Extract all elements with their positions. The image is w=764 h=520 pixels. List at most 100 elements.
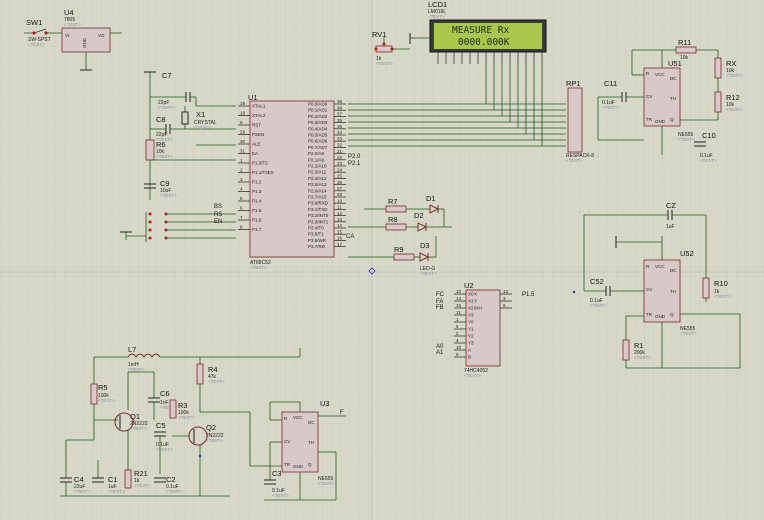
ic-pin-label: RST bbox=[252, 123, 261, 128]
svg-text:TH: TH bbox=[670, 96, 676, 101]
svg-text:NE555: NE555 bbox=[318, 476, 334, 482]
rx-resistor[interactable]: RX 10k <TEXT> bbox=[714, 50, 743, 92]
ic-pin-label: P2.5/A13 bbox=[308, 182, 327, 187]
u3-timer[interactable]: U3 R DC TH CV TR Q VCC GND NE555 <TEXT> bbox=[249, 399, 346, 500]
ic-pin-number: 2 bbox=[240, 168, 243, 173]
svg-text:<TEXT>: <TEXT> bbox=[158, 105, 175, 110]
net-bs: BS bbox=[214, 204, 222, 210]
ic-pin-label: ALE bbox=[252, 142, 261, 147]
c4-capacitor[interactable]: C4 22uF <TEXT> bbox=[60, 440, 91, 496]
c8-capacitor[interactable]: C8 22pF <TEXT> bbox=[150, 115, 236, 142]
svg-text:R: R bbox=[284, 416, 288, 421]
u1-microcontroller[interactable]: U1 XTAL119XTAL218RST9PSEN29ALE30EA31P1.0… bbox=[238, 93, 346, 270]
ic-pin-number: 15 bbox=[456, 303, 462, 308]
svg-text:TR: TR bbox=[646, 312, 653, 317]
ic-pin-number: 11 bbox=[337, 205, 342, 210]
d2-led[interactable]: D2 bbox=[414, 211, 452, 232]
u51-timer[interactable]: U51 R DC TH CV TR Q VCC GND NE555 <TEXT> bbox=[643, 50, 695, 155]
ic-pin-label: A bbox=[468, 348, 471, 353]
r5-resistor[interactable]: R5 100k <TEXT> bbox=[90, 383, 118, 421]
svg-text:RP1: RP1 bbox=[566, 79, 581, 88]
c3-capacitor[interactable]: C3 0.1uF <TEXT> bbox=[264, 441, 289, 498]
c7-capacitor[interactable]: C7 22pF <TEXT> bbox=[150, 71, 236, 110]
d1-led[interactable]: D1 bbox=[426, 194, 444, 214]
r3-resistor[interactable]: R3 100k <TEXT> bbox=[169, 399, 195, 420]
c1-capacitor[interactable]: C1 1uF <TEXT> bbox=[92, 460, 125, 494]
svg-text:<TEXT>: <TEXT> bbox=[700, 158, 717, 163]
ic-pin-number: 11 bbox=[456, 310, 461, 315]
ic-pin-number: 14 bbox=[456, 296, 462, 301]
r1-resistor[interactable]: R1 200k <TEXT> bbox=[622, 315, 651, 368]
ic-pin-label: P0.1/AD1 bbox=[308, 108, 328, 113]
ic-pin-number: 27 bbox=[337, 186, 343, 191]
l7-inductor[interactable]: L7 1mH <TEXT> bbox=[94, 345, 300, 372]
u4-regulator[interactable]: U4 7805 <TEXT> VI VO GND bbox=[61, 8, 122, 71]
ic-pin-number: 22 bbox=[337, 155, 343, 160]
c52-capacitor[interactable]: C52 0.1uF <TEXT> bbox=[584, 277, 644, 308]
svg-text:CV: CV bbox=[646, 287, 652, 292]
svg-text:U51: U51 bbox=[668, 59, 682, 68]
q1-transistor[interactable]: Q1 2N2222 <TEXT> bbox=[114, 412, 148, 470]
ic-pin-label: EA bbox=[252, 151, 258, 156]
svg-text:Q: Q bbox=[308, 462, 312, 467]
svg-text:<TEXT>: <TEXT> bbox=[464, 373, 481, 378]
ic-pin-label: P1.6 bbox=[252, 218, 262, 223]
c6-capacitor[interactable]: C6 1nF <TEXT> bbox=[148, 372, 177, 420]
c9-capacitor[interactable]: C9 10uF <TEXT> bbox=[144, 179, 177, 198]
ic-pin-label: Y0 bbox=[468, 320, 474, 325]
svg-text:0.1uF: 0.1uF bbox=[700, 153, 713, 159]
ic-pin-number: 38 bbox=[337, 105, 343, 110]
svg-text:R1: R1 bbox=[634, 341, 644, 350]
svg-text:VCC: VCC bbox=[655, 72, 665, 77]
r10-resistor[interactable]: R10 1k <TEXT> bbox=[702, 277, 731, 299]
r11-resistor[interactable]: R11 10k bbox=[632, 38, 718, 61]
r7-resistor[interactable]: R7 bbox=[364, 197, 430, 213]
c2-capacitor[interactable]: C2 0.1uF <TEXT> bbox=[154, 475, 183, 494]
rp1-resistor-pack[interactable]: RP1 RESPACK-8 <TEXT> bbox=[566, 79, 594, 163]
u52-timer[interactable]: U52 R DC TH CV TR Q VCC GND NE555 <TEXT> bbox=[643, 236, 697, 368]
ic-pin-number: 19 bbox=[240, 101, 246, 106]
svg-text:VO: VO bbox=[98, 33, 105, 38]
svg-text:<TEXT>: <TEXT> bbox=[420, 271, 437, 276]
ic-pin-label: P1.3 bbox=[252, 189, 262, 194]
c5-capacitor[interactable]: C5 0.1uF <TEXT> bbox=[154, 421, 173, 474]
svg-text:200k: 200k bbox=[634, 350, 645, 356]
svg-text:CV: CV bbox=[284, 439, 290, 444]
r21-resistor[interactable]: R21 1k <TEXT> bbox=[124, 469, 151, 489]
r4-resistor[interactable]: R4 47k <TEXT> bbox=[196, 357, 225, 412]
d3-led[interactable]: D3 LED-G <TEXT> bbox=[419, 236, 437, 276]
svg-text:<TEXT>: <TEXT> bbox=[428, 14, 445, 19]
ic-pin-label: P1.2 bbox=[252, 180, 262, 185]
ic-pin-number: 30 bbox=[240, 139, 246, 144]
svg-text:C4: C4 bbox=[74, 475, 84, 484]
ic-pin-number: 23 bbox=[337, 161, 343, 166]
svg-text:<TEXT>: <TEXT> bbox=[272, 493, 289, 498]
svg-text:TR: TR bbox=[284, 462, 291, 467]
port1-buttons[interactable] bbox=[120, 212, 236, 242]
r12-resistor[interactable]: R12 10k <TEXT> bbox=[680, 91, 743, 121]
x1-crystal[interactable]: X1 CRYSTAL <TEXT> bbox=[181, 106, 217, 130]
svg-text:R6: R6 bbox=[156, 140, 166, 149]
svg-text:<TEXT>: <TEXT> bbox=[566, 158, 583, 163]
c10-capacitor[interactable]: C10 0.1uF <TEXT> bbox=[694, 131, 717, 163]
sw1-switch[interactable]: SW1 SW-SPST <TEXT> bbox=[24, 18, 62, 47]
c11-capacitor[interactable]: C11 0.1uF <TEXT> bbox=[598, 79, 644, 110]
svg-text:DC: DC bbox=[308, 420, 315, 425]
svg-text:C8: C8 bbox=[156, 115, 166, 124]
svg-text:<TEXT>: <TEXT> bbox=[74, 489, 91, 494]
r8-resistor[interactable]: R8 bbox=[348, 215, 418, 231]
r6-resistor[interactable]: R6 10k <TEXT> bbox=[145, 139, 236, 161]
svg-text:74HC4052: 74HC4052 bbox=[464, 368, 488, 374]
ic-pin-number: 8 bbox=[240, 225, 243, 230]
ic-pin-number: 9 bbox=[240, 120, 243, 125]
ic-pin-label: P2.0/A8 bbox=[308, 151, 325, 156]
ic-pin-label: X bbox=[474, 292, 477, 297]
rv1-potentiometer[interactable]: RV1 1k <TEXT> bbox=[372, 30, 430, 66]
svg-text:C5: C5 bbox=[156, 421, 166, 430]
q2-transistor[interactable]: Q2 2N2222 <TEXT> bbox=[172, 411, 250, 496]
lcd1-display[interactable]: LCD1 LM016L <TEXT> MEASURE Rx 0000.000K bbox=[428, 0, 547, 64]
r9-resistor[interactable]: R9 bbox=[348, 245, 420, 261]
